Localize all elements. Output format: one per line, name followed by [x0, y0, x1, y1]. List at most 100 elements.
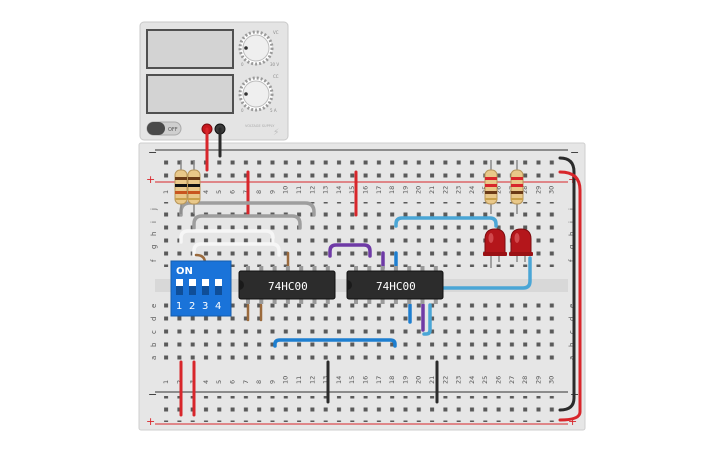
- chip-pin: [299, 298, 304, 304]
- power-supply[interactable]: VC 0 30 V CC 0 5 A OFF VOLTAGE SUPPLY ⚡: [139, 21, 289, 141]
- row-letter-right: e: [568, 304, 576, 308]
- column-number-bottom: 20: [415, 376, 423, 384]
- switch-label: OFF: [168, 127, 178, 133]
- column-number-top: 5: [215, 190, 223, 194]
- resistor-1[interactable]: [174, 160, 188, 214]
- column-number-bottom: 9: [268, 380, 276, 384]
- led-2[interactable]: [509, 228, 533, 262]
- chip-2[interactable]: 74HC00: [346, 266, 444, 304]
- column-number-top: 26: [495, 186, 503, 194]
- row-letter-left: j: [150, 208, 158, 211]
- column-number-bottom: 30: [548, 376, 556, 384]
- column-number-top: 15: [348, 186, 356, 194]
- rail-plus-bottom-right: +: [568, 415, 577, 428]
- row-letter-right: c: [568, 330, 576, 334]
- voltage-knob-label: VC: [273, 30, 279, 35]
- column-number-bottom: 23: [455, 376, 463, 384]
- dip-switch[interactable]: ON 1 2 3 4: [170, 260, 232, 317]
- wire-blue-6[interactable]: [422, 303, 432, 336]
- row-letter-right: f: [568, 259, 576, 262]
- current-min-label: 0: [241, 108, 244, 113]
- row-letter-right: i: [568, 221, 576, 223]
- dip-toggle-3[interactable]: [202, 279, 209, 295]
- current-knob-label: CC: [273, 74, 279, 79]
- chip-pin: [367, 298, 372, 304]
- column-number-top: 7: [242, 190, 250, 194]
- wire-purple-1[interactable]: [328, 243, 372, 258]
- current-knob[interactable]: [238, 76, 274, 112]
- column-number-bottom: 14: [335, 376, 343, 384]
- row-letter-right: g: [568, 245, 576, 249]
- led-1[interactable]: [483, 228, 507, 268]
- resistor-4[interactable]: [510, 160, 524, 214]
- wire-blue-3[interactable]: [273, 338, 397, 348]
- wires[interactable]: [179, 127, 582, 422]
- wire-pos-rail-jumper[interactable]: [558, 170, 582, 422]
- bottom-rail-holes[interactable]: [162, 396, 562, 422]
- column-number-bottom: 27: [508, 376, 516, 384]
- row-letter-left: d: [150, 317, 158, 321]
- chip-pin: [325, 266, 330, 272]
- column-number-bottom: 10: [282, 376, 290, 384]
- chip-pin: [259, 266, 264, 272]
- voltage-knob[interactable]: [238, 30, 274, 66]
- chip-pin: [259, 298, 264, 304]
- voltage-min-label: 0: [241, 62, 244, 67]
- column-number-bottom: 17: [375, 376, 383, 384]
- column-number-bottom: 11: [295, 376, 303, 384]
- column-number-top: 17: [375, 186, 383, 194]
- wire-blue-2[interactable]: [441, 256, 532, 290]
- wire-white-1[interactable]: [179, 229, 275, 244]
- dip-toggle-4-knob: [215, 279, 222, 286]
- column-number-bottom: 2: [175, 380, 183, 384]
- row-letter-left: h: [150, 232, 158, 236]
- top-rail-holes[interactable]: [162, 153, 562, 179]
- chip-pin: [272, 298, 277, 304]
- column-number-bottom: 24: [468, 376, 476, 384]
- column-number-bottom: 15: [348, 376, 356, 384]
- chip-pin: [420, 298, 425, 304]
- column-number-top: 20: [415, 186, 423, 194]
- rail-minus-top-left: −: [148, 146, 157, 159]
- row-letter-right: d: [568, 317, 576, 321]
- lightning-icon: ⚡: [273, 128, 279, 138]
- resistor-3[interactable]: [484, 160, 498, 214]
- dip-toggle-2-knob: [189, 279, 196, 286]
- chip-pin: [354, 298, 358, 304]
- dip-toggle-2[interactable]: [189, 279, 196, 295]
- column-number-bottom: 5: [215, 380, 223, 384]
- column-number-bottom: 25: [481, 376, 489, 384]
- column-number-bottom: 29: [534, 376, 542, 384]
- dip-number-4: 4: [215, 301, 221, 312]
- column-number-top: 24: [468, 186, 476, 194]
- dip-toggle-4[interactable]: [215, 279, 222, 295]
- column-number-bottom: 22: [441, 376, 449, 384]
- current-max-label: 5 A: [270, 108, 277, 113]
- column-number-bottom: 13: [322, 376, 330, 384]
- column-number-top: 18: [388, 186, 396, 194]
- chip-pin: [393, 298, 398, 304]
- wire-white-2[interactable]: [192, 242, 281, 257]
- dip-toggle-1[interactable]: [176, 279, 183, 295]
- row-letter-right: h: [568, 232, 576, 236]
- chip-pin: [246, 298, 250, 304]
- wire-neg-rail-jumper[interactable]: [558, 156, 576, 412]
- column-number-top: 10: [282, 186, 290, 194]
- resistor-2[interactable]: [187, 160, 201, 214]
- wire-gray-2[interactable]: [192, 214, 302, 230]
- leds[interactable]: [483, 228, 533, 268]
- column-number-top: 22: [441, 186, 449, 194]
- rail-plus-top-left: +: [146, 173, 155, 186]
- chip-pin: [285, 298, 290, 304]
- chip-pin: [393, 266, 398, 272]
- chip-1[interactable]: 74HC00: [238, 266, 336, 304]
- chip-1-label: 74HC00: [268, 280, 308, 293]
- wire-blue-1[interactable]: [394, 216, 498, 228]
- power-switch[interactable]: [146, 121, 182, 136]
- column-number-bottom: 16: [362, 376, 370, 384]
- column-number-top: 6: [229, 190, 237, 194]
- column-number-top: 28: [521, 186, 529, 194]
- resistors[interactable]: [174, 160, 524, 214]
